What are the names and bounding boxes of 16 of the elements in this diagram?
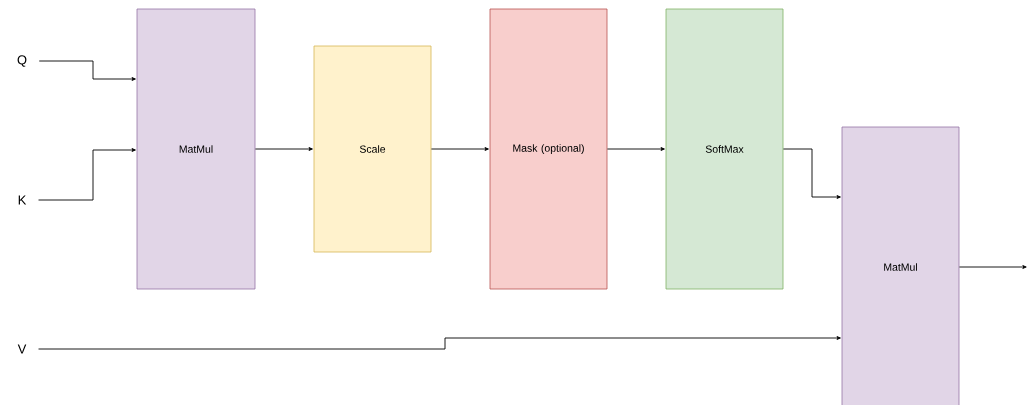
arrow (38, 336, 841, 350)
process-box: SoftMax (665, 8, 784, 290)
process-box: MatMul (136, 8, 256, 290)
input-label: Q (17, 55, 27, 67)
arrow (606, 147, 665, 151)
process-box: MatMul (841, 126, 960, 405)
input-label: K (18, 195, 27, 205)
input-label: V (17, 344, 27, 354)
arrow (38, 148, 136, 201)
arrow (38, 60, 136, 81)
process-box: Scale (313, 45, 432, 253)
process-box: Mask (optional) (489, 8, 608, 290)
arrow (254, 147, 313, 151)
arrow (958, 265, 1027, 269)
arrow (782, 148, 841, 199)
arrow (430, 147, 489, 151)
